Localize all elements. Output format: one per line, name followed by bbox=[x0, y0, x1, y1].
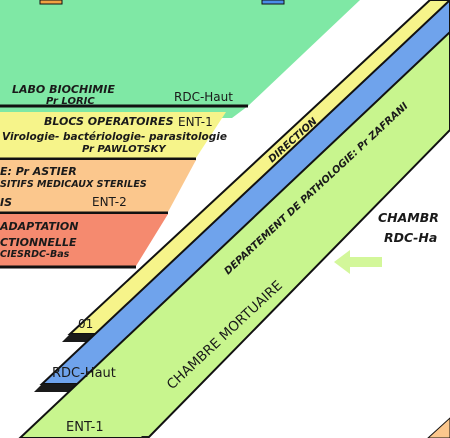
band-sterilisation bbox=[0, 160, 196, 212]
floor-label-ent1: ENT-1 bbox=[66, 420, 104, 435]
green-zone bbox=[0, 0, 360, 106]
lime-band-ent1 bbox=[18, 30, 450, 438]
label-dispositifs: SITIFS MEDICAUX STERILES bbox=[0, 179, 147, 190]
band-adaptation bbox=[0, 214, 168, 266]
label-rdc-haut-top: RDC-Haut bbox=[174, 90, 233, 104]
floor-label-01: 01 bbox=[78, 317, 93, 331]
label-fonctionnelle: CTIONNELLE bbox=[0, 236, 77, 249]
label-adaptation: ADAPTATION bbox=[0, 220, 78, 233]
label-ent1-top: ENT-1 bbox=[178, 115, 213, 129]
arrow-icon bbox=[334, 250, 382, 274]
label-labo-biochimie: LABO BIOCHIMIE bbox=[12, 83, 115, 96]
peach-corner bbox=[427, 417, 450, 438]
label-virologie: Virologie- bactériologie- parasitologie bbox=[2, 131, 227, 143]
label-ces-rdc-bas: CIESRDC-Bas bbox=[0, 249, 70, 260]
band-blocs bbox=[0, 112, 226, 158]
label-pr-loric: Pr LORIC bbox=[46, 96, 95, 107]
label-rdc-haut-right: RDC-Ha bbox=[384, 230, 437, 245]
label-ent2: ENT-2 bbox=[92, 195, 127, 209]
label-chambre-right: CHAMBR bbox=[378, 210, 439, 225]
orange-tab bbox=[39, 0, 63, 5]
floor-label-rdc-haut: RDC-Haut bbox=[52, 366, 116, 381]
label-pr-pawlotsky: Pr PAWLOTSKY bbox=[82, 144, 167, 155]
label-blocs-operatoires: BLOCS OPERATOIRES bbox=[44, 115, 174, 128]
blue-tab bbox=[261, 0, 285, 5]
label-pr-astier: E: Pr ASTIER bbox=[0, 165, 77, 178]
label-is: IS bbox=[0, 196, 12, 209]
